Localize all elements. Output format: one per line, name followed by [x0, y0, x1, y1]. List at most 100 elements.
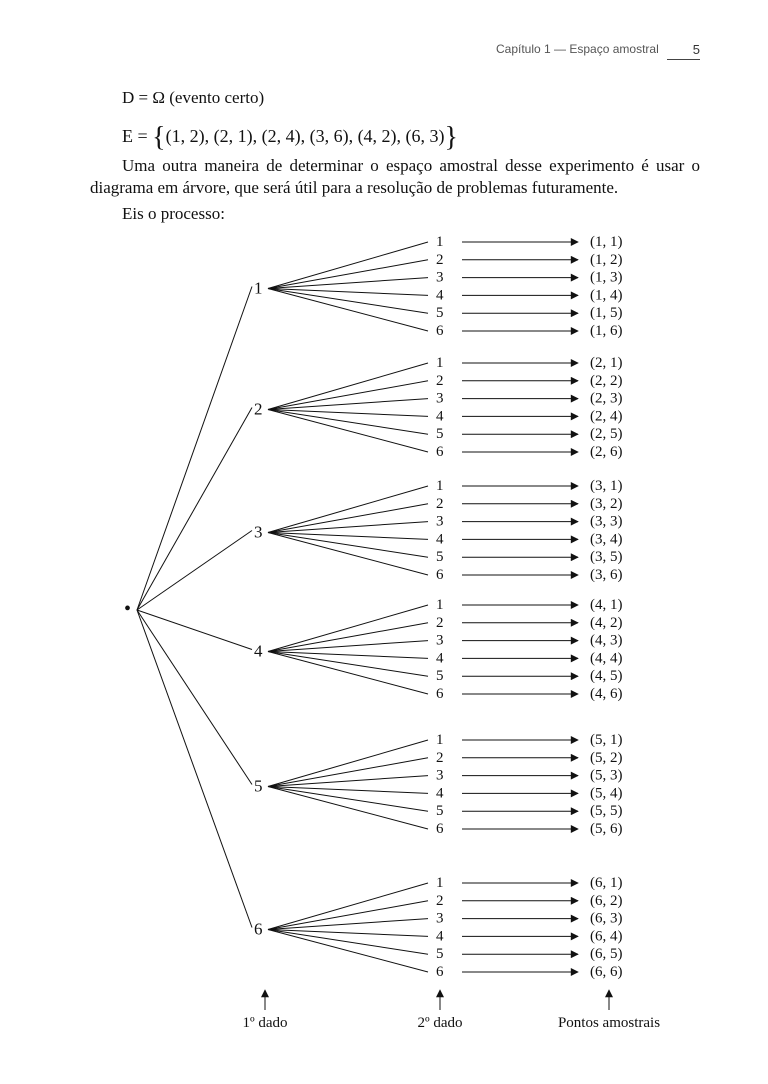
second-die-label: 1: [436, 478, 444, 494]
tree-branch-second-die: [267, 532, 429, 558]
tree-edges: [136, 238, 613, 1010]
tree-branch-second-die: [267, 900, 429, 930]
second-die-label: 4: [436, 531, 444, 547]
page-number-rule: [667, 59, 700, 60]
sample-point: (1, 3): [590, 270, 623, 286]
tree-branch-second-die: [267, 288, 429, 332]
second-die-label: 4: [436, 785, 444, 801]
sample-point: (5, 1): [590, 732, 623, 748]
first-die-label: 2: [254, 400, 263, 419]
second-die-label: 3: [436, 911, 444, 927]
second-die-label: 1: [436, 597, 444, 613]
second-die-label: 2: [436, 750, 444, 766]
second-die-label: 1: [436, 732, 444, 748]
sample-point: (6, 1): [590, 875, 623, 891]
tree-branch-second-die: [267, 929, 429, 937]
tree-branch-second-die: [267, 775, 429, 787]
tree-branch-second-die: [267, 362, 429, 410]
tree-branch-second-die: [267, 288, 429, 296]
sample-point: (4, 3): [590, 633, 623, 649]
event-e-items: (1, 2), (2, 1), (2, 4), (3, 6), (4, 2), …: [165, 126, 445, 146]
tree-branch-second-die: [267, 521, 429, 533]
tree-branch-first-die: [136, 530, 253, 611]
second-die-label: 1: [436, 355, 444, 371]
second-die-label: 6: [436, 964, 444, 980]
second-die-label: 5: [436, 305, 444, 321]
second-die-label: 2: [436, 252, 444, 268]
sample-point: (4, 4): [590, 650, 623, 666]
tree-branch-second-die: [267, 409, 429, 435]
second-die-label: 5: [436, 549, 444, 565]
first-die-label: 3: [254, 523, 263, 542]
caption-second: 2º dado: [417, 1015, 462, 1031]
sample-point: (3, 2): [590, 496, 623, 512]
second-die-label: 3: [436, 633, 444, 649]
process-lead: Eis o processo:: [122, 204, 225, 223]
sample-point: (1, 4): [590, 287, 623, 303]
tree-branch-second-die: [267, 409, 429, 453]
tree-branch-second-die: [267, 929, 429, 973]
sample-point: (3, 3): [590, 514, 623, 530]
tree-branch-first-die: [136, 609, 253, 928]
sample-point: (6, 5): [590, 946, 623, 962]
event-e-brace-open: {: [152, 122, 166, 153]
second-die-label: 2: [436, 496, 444, 512]
second-die-label: 6: [436, 323, 444, 339]
sample-point: (6, 6): [590, 964, 623, 980]
tree-branch-second-die: [267, 739, 429, 787]
sample-point: (4, 6): [590, 686, 623, 702]
first-die-label: 6: [254, 920, 263, 939]
sample-point: (1, 2): [590, 252, 623, 268]
tree-branch-second-die: [267, 786, 429, 830]
sample-point: (3, 5): [590, 549, 623, 565]
second-die-label: 1: [436, 875, 444, 891]
tree-branch-second-die: [267, 532, 429, 540]
second-die-label: 4: [436, 928, 444, 944]
second-die-label: 5: [436, 668, 444, 684]
tree-branch-second-die: [267, 409, 429, 417]
second-die-label: 2: [436, 893, 444, 909]
caption-first: 1º dado: [242, 1015, 287, 1031]
sample-point: (3, 1): [590, 478, 623, 494]
tree-branch-second-die: [267, 757, 429, 787]
sample-point: (2, 1): [590, 355, 623, 371]
second-die-label: 2: [436, 373, 444, 389]
tree-branch-second-die: [267, 241, 429, 289]
tree-branch-second-die: [267, 918, 429, 930]
first-die-label: 1: [254, 279, 263, 298]
event-e-label: E =: [122, 126, 148, 146]
tree-branch-second-die: [267, 786, 429, 794]
sample-point: (6, 2): [590, 893, 623, 909]
sample-point: (1, 5): [590, 305, 623, 321]
tree-root-point: •: [124, 598, 131, 620]
sample-point: (5, 6): [590, 821, 623, 837]
event-d-equation: D = Ω (evento certo): [122, 88, 265, 107]
tree-branch-second-die: [267, 651, 429, 659]
second-die-label: 6: [436, 444, 444, 460]
tree-branch-second-die: [267, 929, 429, 955]
sample-point: (6, 4): [590, 928, 623, 944]
chapter-title: Capítulo 1 — Espaço amostral: [496, 42, 659, 56]
tree-branch-second-die: [267, 651, 429, 677]
second-die-label: 4: [436, 650, 444, 666]
second-die-label: 4: [436, 408, 444, 424]
tree-branch-second-die: [267, 503, 429, 533]
tree-branch-second-die: [267, 532, 429, 576]
sample-point: (1, 1): [590, 234, 623, 250]
running-header: Capítulo 1 — Espaço amostral 5: [430, 42, 700, 62]
tree-branch-second-die: [267, 604, 429, 652]
sample-point: (6, 3): [590, 911, 623, 927]
second-die-label: 3: [436, 768, 444, 784]
second-die-label: 5: [436, 426, 444, 442]
tree-labels: •11(1, 1)2(1, 2)3(1, 3)4(1, 4)5(1, 5)6(1…: [124, 234, 660, 1031]
tree-branch-second-die: [267, 882, 429, 930]
sample-point: (4, 1): [590, 597, 623, 613]
sample-point: (5, 2): [590, 750, 623, 766]
tree-branch-first-die: [136, 286, 253, 611]
first-die-label: 5: [254, 777, 263, 796]
sample-point: (5, 4): [590, 785, 623, 801]
second-die-label: 3: [436, 391, 444, 407]
tree-branch-second-die: [267, 485, 429, 533]
tree-branch-second-die: [267, 259, 429, 289]
